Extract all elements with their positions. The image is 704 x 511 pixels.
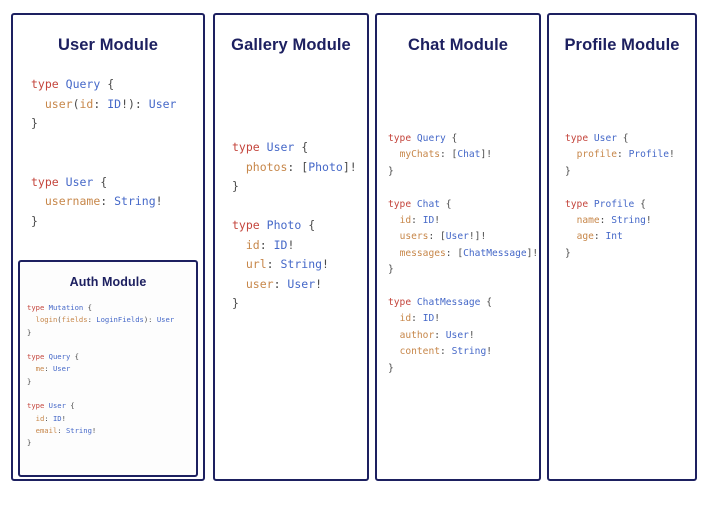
card-gallery-module[interactable]: Gallery Module type User { photos: [Phot… [213, 13, 369, 481]
card-title-auth-module: Auth Module [69, 275, 147, 289]
schema-code-chat-module: type Query { myChats: [Chat]! } type Cha… [388, 133, 539, 374]
schema-code-user-module: type Query { user(id: ID!): User } type … [31, 77, 177, 228]
card-title-gallery-module: Gallery Module [231, 36, 351, 54]
card-title-chat-module: Chat Module [407, 36, 509, 54]
card-user-module[interactable]: User Module type Query { user(id: ID!): … [11, 13, 205, 481]
card-chat-module[interactable]: Chat Module type Query { myChats: [Chat]… [375, 13, 541, 481]
schema-code-auth-module: type Mutation { login(fields: LoginField… [27, 303, 175, 448]
schema-code-profile-module: type User { profile: Profile! } type Pro… [565, 133, 675, 259]
card-title-profile-module: Profile Module [564, 36, 680, 54]
card-auth-module[interactable]: Auth Module type Mutation { login(fields… [18, 260, 198, 477]
schema-code-gallery-module: type User { photos: [Photo]! } type Phot… [232, 140, 357, 310]
card-title-user-module: User Module [57, 36, 159, 54]
card-profile-module[interactable]: Profile Module type User { profile: Prof… [547, 13, 697, 481]
